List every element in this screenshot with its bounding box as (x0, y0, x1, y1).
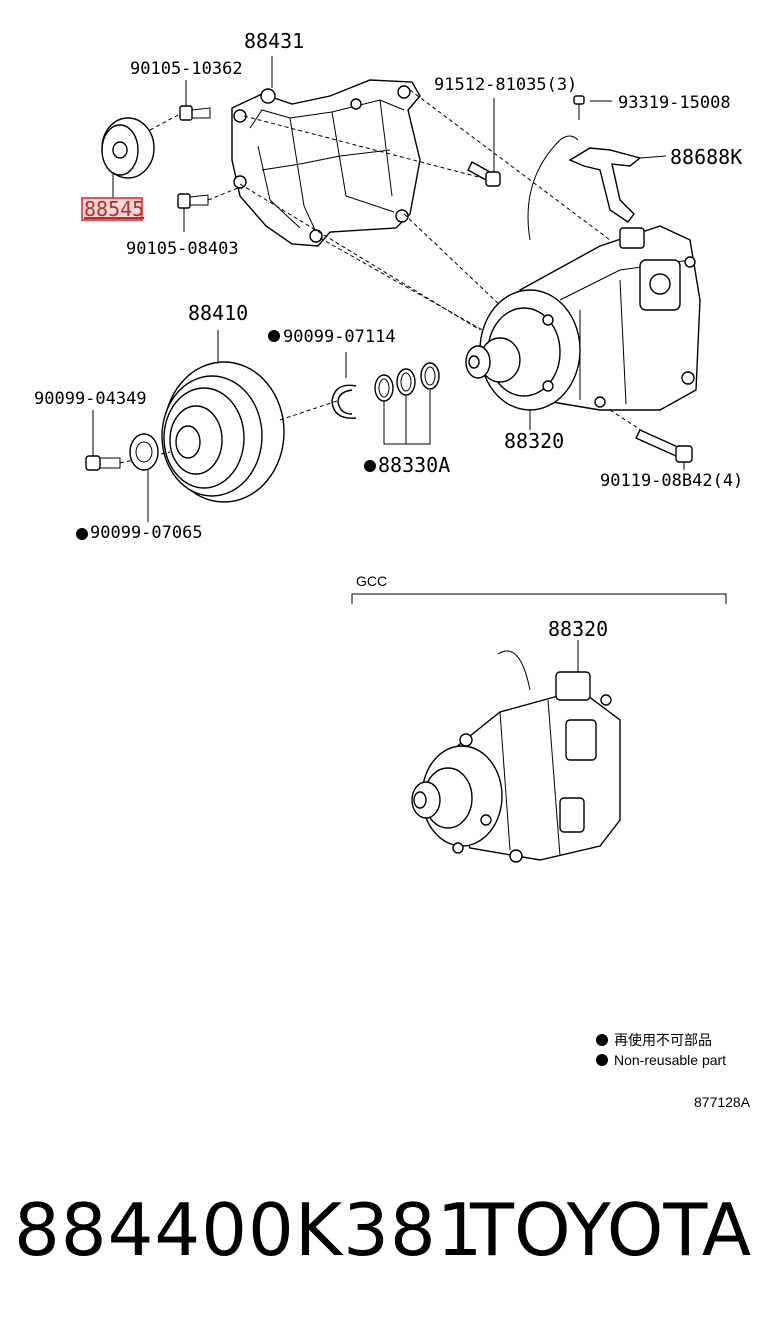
label-88320-gcc: 88320 (548, 617, 608, 641)
label-88410: 88410 (188, 301, 248, 325)
non-reusable-bullet-icon (596, 1054, 608, 1066)
label-91512-81035: 91512-81035(3) (434, 75, 577, 95)
bolt-90119-08b42 (609, 409, 693, 470)
non-reusable-bullet-icon (596, 1034, 608, 1046)
label-gcc: GCC (356, 573, 387, 589)
label-90099-07065: 90099-07065 (90, 523, 203, 543)
label-93319-15008: 93319-15008 (618, 93, 731, 113)
legend: 再使用不可部品 Non-reusable part (596, 1032, 726, 1068)
snap-ring-90099-07114 (331, 352, 357, 419)
screw-93319-15008 (573, 95, 612, 120)
non-reusable-bullet-icon (268, 330, 280, 342)
footer-brand: TOYOTA (470, 1188, 752, 1272)
non-reusable-bullet-icon (76, 528, 88, 540)
legend-jp: 再使用不可部品 (614, 1032, 712, 1048)
label-88431: 88431 (244, 29, 304, 53)
footer-part-number: 884400K381 (14, 1188, 484, 1272)
bolt-90105-08403 (177, 187, 239, 232)
magnet-clutch-pulley (161, 330, 341, 503)
compressor-top (465, 135, 701, 430)
legend-en: Non-reusable part (614, 1052, 726, 1068)
label-90105-08403: 90105-08403 (126, 239, 239, 259)
label-90105-10362: 90105-10362 (130, 59, 243, 79)
label-88330a: 88330A (378, 453, 450, 477)
compressor-gcc (411, 640, 621, 863)
shim-90099-07065 (129, 433, 159, 522)
bolt-90105-10362 (149, 80, 211, 131)
bolt-91512-81035 (467, 98, 501, 187)
gcc-bracket (351, 593, 727, 604)
idler-pulley (101, 117, 155, 198)
o-ring-kit-88330a (374, 362, 440, 445)
label-90099-04349: 90099-04349 (34, 389, 147, 409)
diagram-code: 877128A (694, 1094, 751, 1110)
label-88688k: 88688K (670, 145, 742, 169)
bracket-88688k (568, 147, 667, 223)
label-90099-07114: 90099-07114 (283, 327, 396, 347)
compressor-bracket (231, 56, 421, 247)
label-88320-top: 88320 (504, 429, 564, 453)
label-88545[interactable]: 88545 (84, 197, 144, 221)
bolt-90099-04349 (85, 410, 171, 471)
highlight-box-88545 (81, 197, 143, 221)
non-reusable-bullet-icon (364, 460, 376, 472)
label-90119-08b42: 90119-08B42(4) (600, 471, 743, 491)
